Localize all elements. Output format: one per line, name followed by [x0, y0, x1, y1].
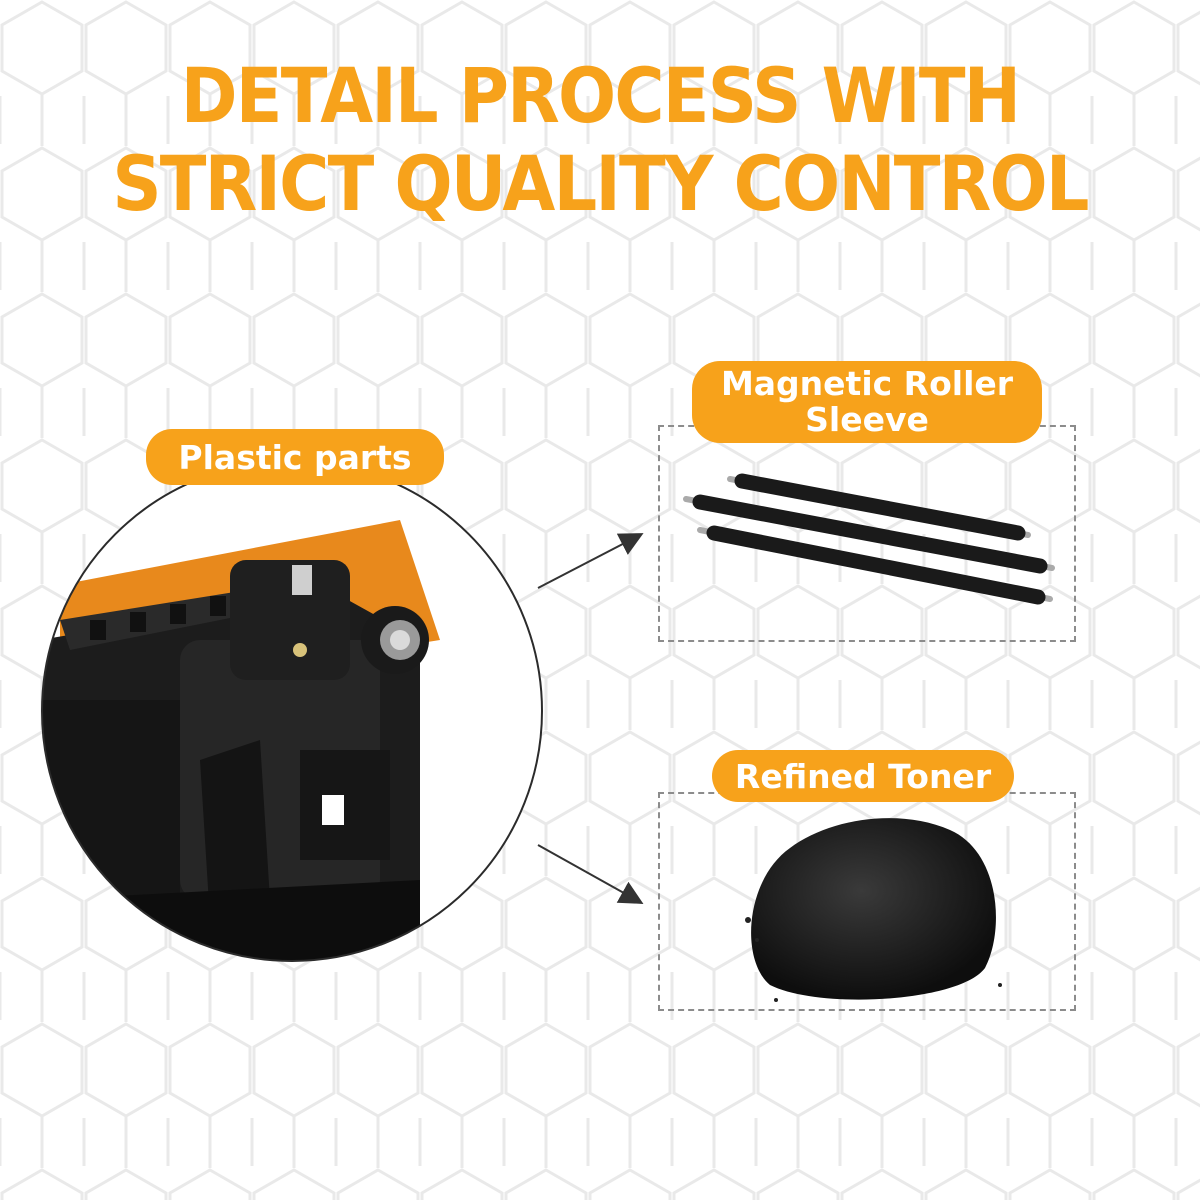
refined-toner-pile [745, 818, 1002, 1002]
plastic-parts-label: Plastic parts [146, 429, 444, 485]
refined-toner-label: Refined Toner [712, 750, 1014, 802]
magnetic-roller-sleeves [683, 473, 1055, 605]
cartridge-closeup [42, 461, 542, 961]
headline-line-2: STRICT QUALITY CONTROL [112, 139, 1089, 228]
magnetic-roller-label-line-2: Sleeve [805, 400, 929, 439]
toner-frame [658, 792, 1076, 1011]
magnetic-roller-label: Magnetic Roller Sleeve [692, 361, 1042, 443]
magnetic-roller-label-line-1: Magnetic Roller [720, 364, 1014, 403]
roller-frame [658, 425, 1076, 642]
headline: DETAIL PROCESS WITH STRICT QUALITY CONTR… [60, 52, 1140, 228]
headline-line-1: DETAIL PROCESS WITH [180, 51, 1021, 140]
